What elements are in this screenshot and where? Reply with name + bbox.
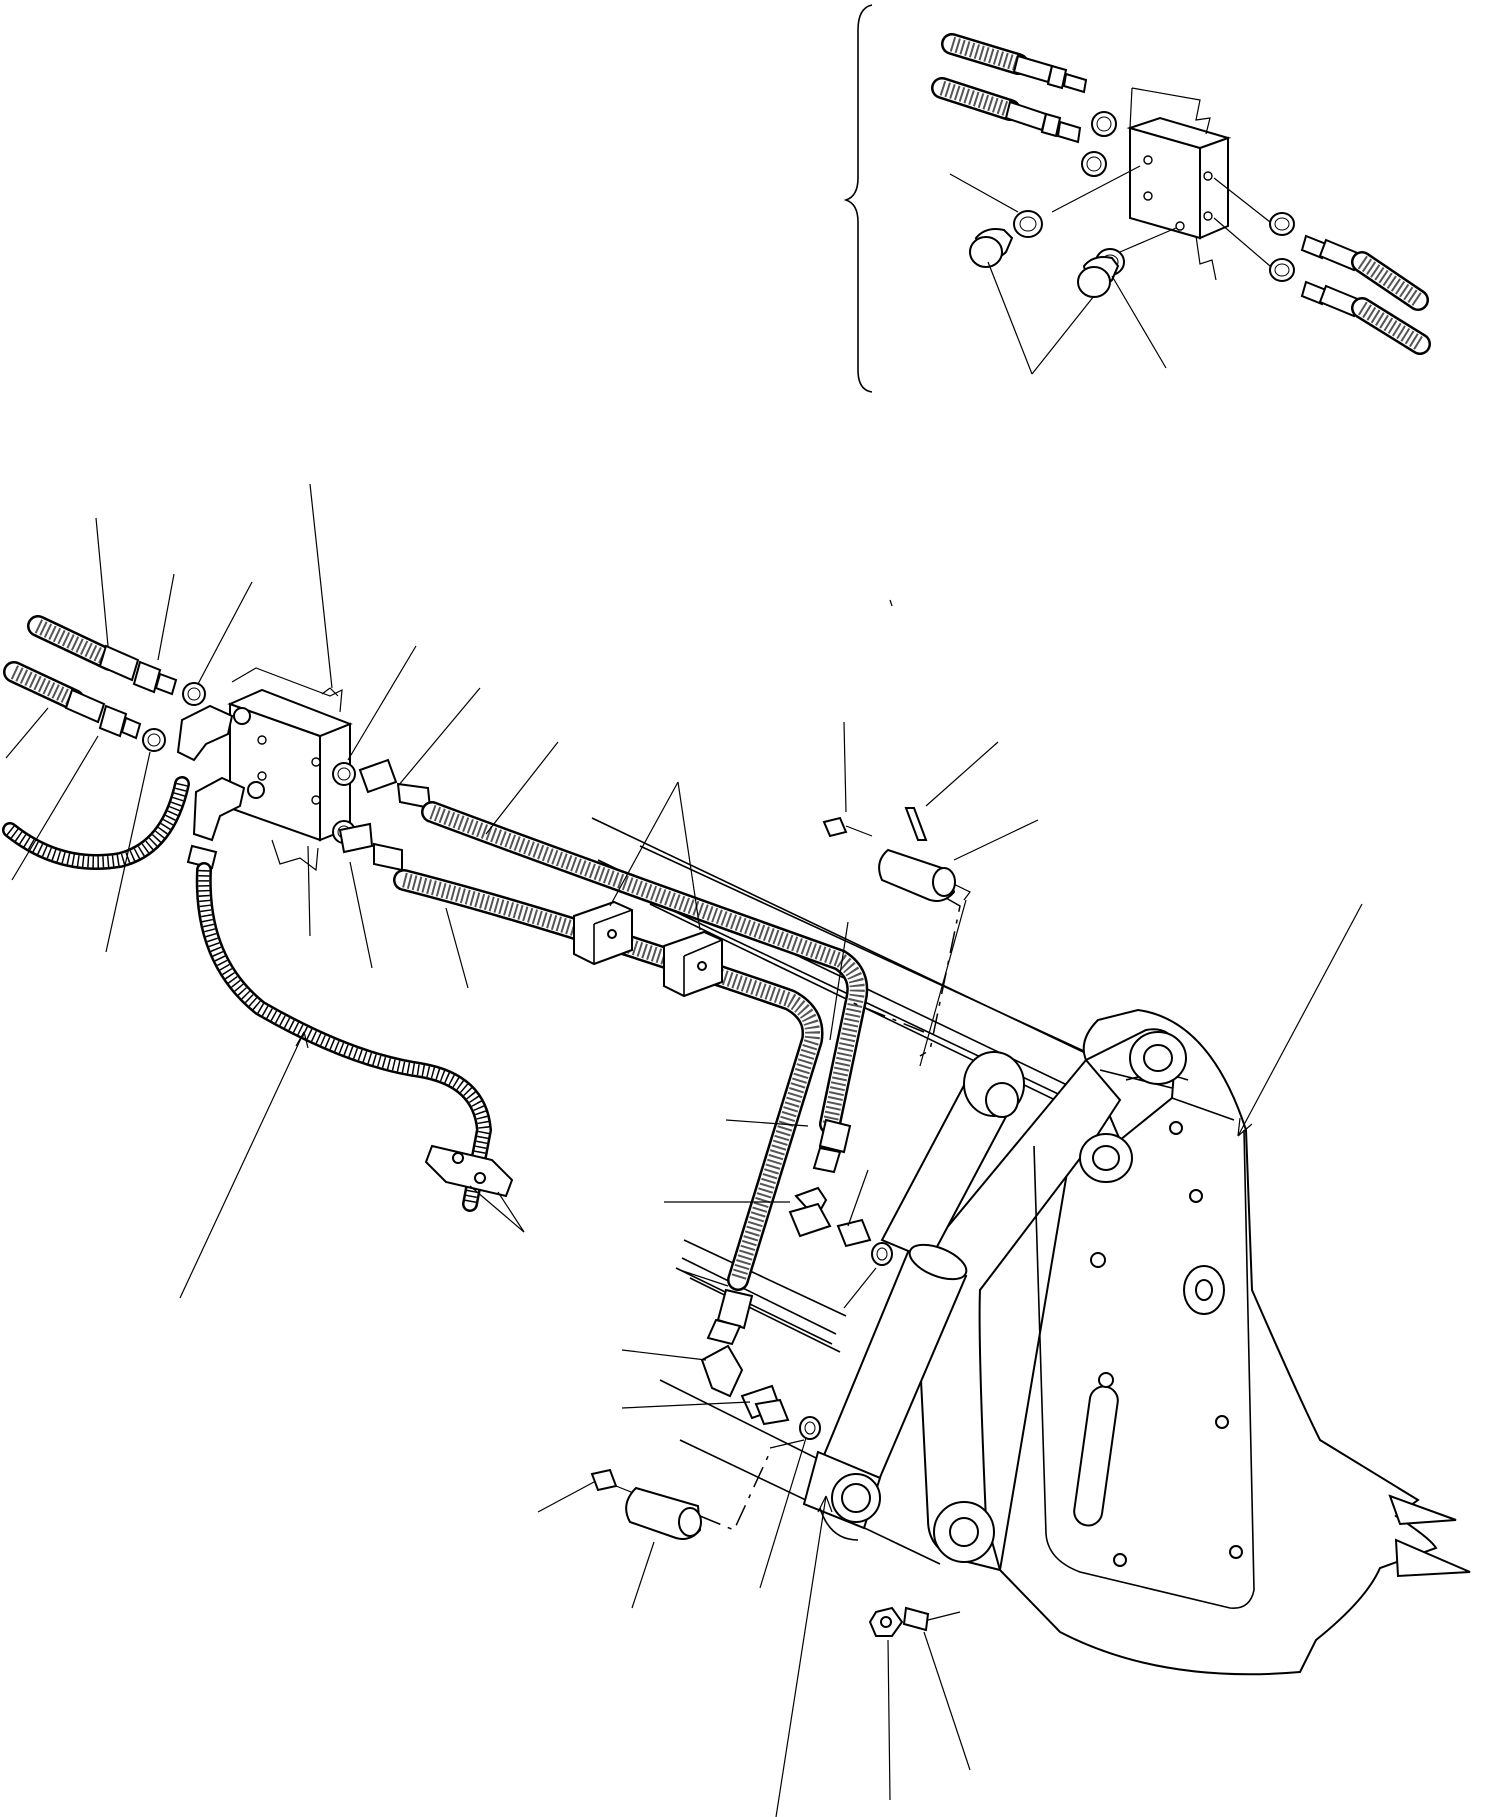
bucket-tooth [1390, 1496, 1456, 1524]
bolt-nut [870, 1608, 960, 1636]
bucket-pin-boss [934, 1032, 1224, 1562]
detail-mark [680, 600, 892, 1286]
elbow-fitting [194, 778, 244, 840]
manifold-block [230, 668, 350, 870]
hose-clamp [426, 1146, 512, 1196]
inset-leaders [950, 174, 1166, 374]
hose-bracket [574, 902, 722, 996]
leader-lines [6, 484, 1362, 1817]
hydraulic-hose-pair [404, 812, 892, 1439]
inset-plugs [970, 166, 1176, 297]
drain-hose [10, 784, 512, 1204]
grease-nipple [824, 818, 846, 836]
inset-brace [846, 5, 872, 392]
inset-hose-lower [942, 88, 1106, 176]
inset-hose-right [1214, 178, 1420, 344]
bucket [917, 1010, 1470, 1674]
bucket-cylinder [804, 1052, 1024, 1540]
centerlines [846, 898, 960, 1056]
inbound-hoses [14, 626, 264, 868]
detail-inset [846, 5, 1420, 392]
roll-pin [906, 808, 926, 840]
inset-manifold-block [1130, 88, 1228, 280]
inset-hose-upper [952, 44, 1116, 136]
elbow-fitting [702, 1346, 742, 1396]
pin-assembly [592, 808, 970, 1636]
block-outlet-fittings [333, 760, 430, 870]
grease-nipple [592, 1470, 616, 1490]
elbow-fitting [178, 706, 232, 760]
bucket-tooth [1396, 1540, 1470, 1576]
